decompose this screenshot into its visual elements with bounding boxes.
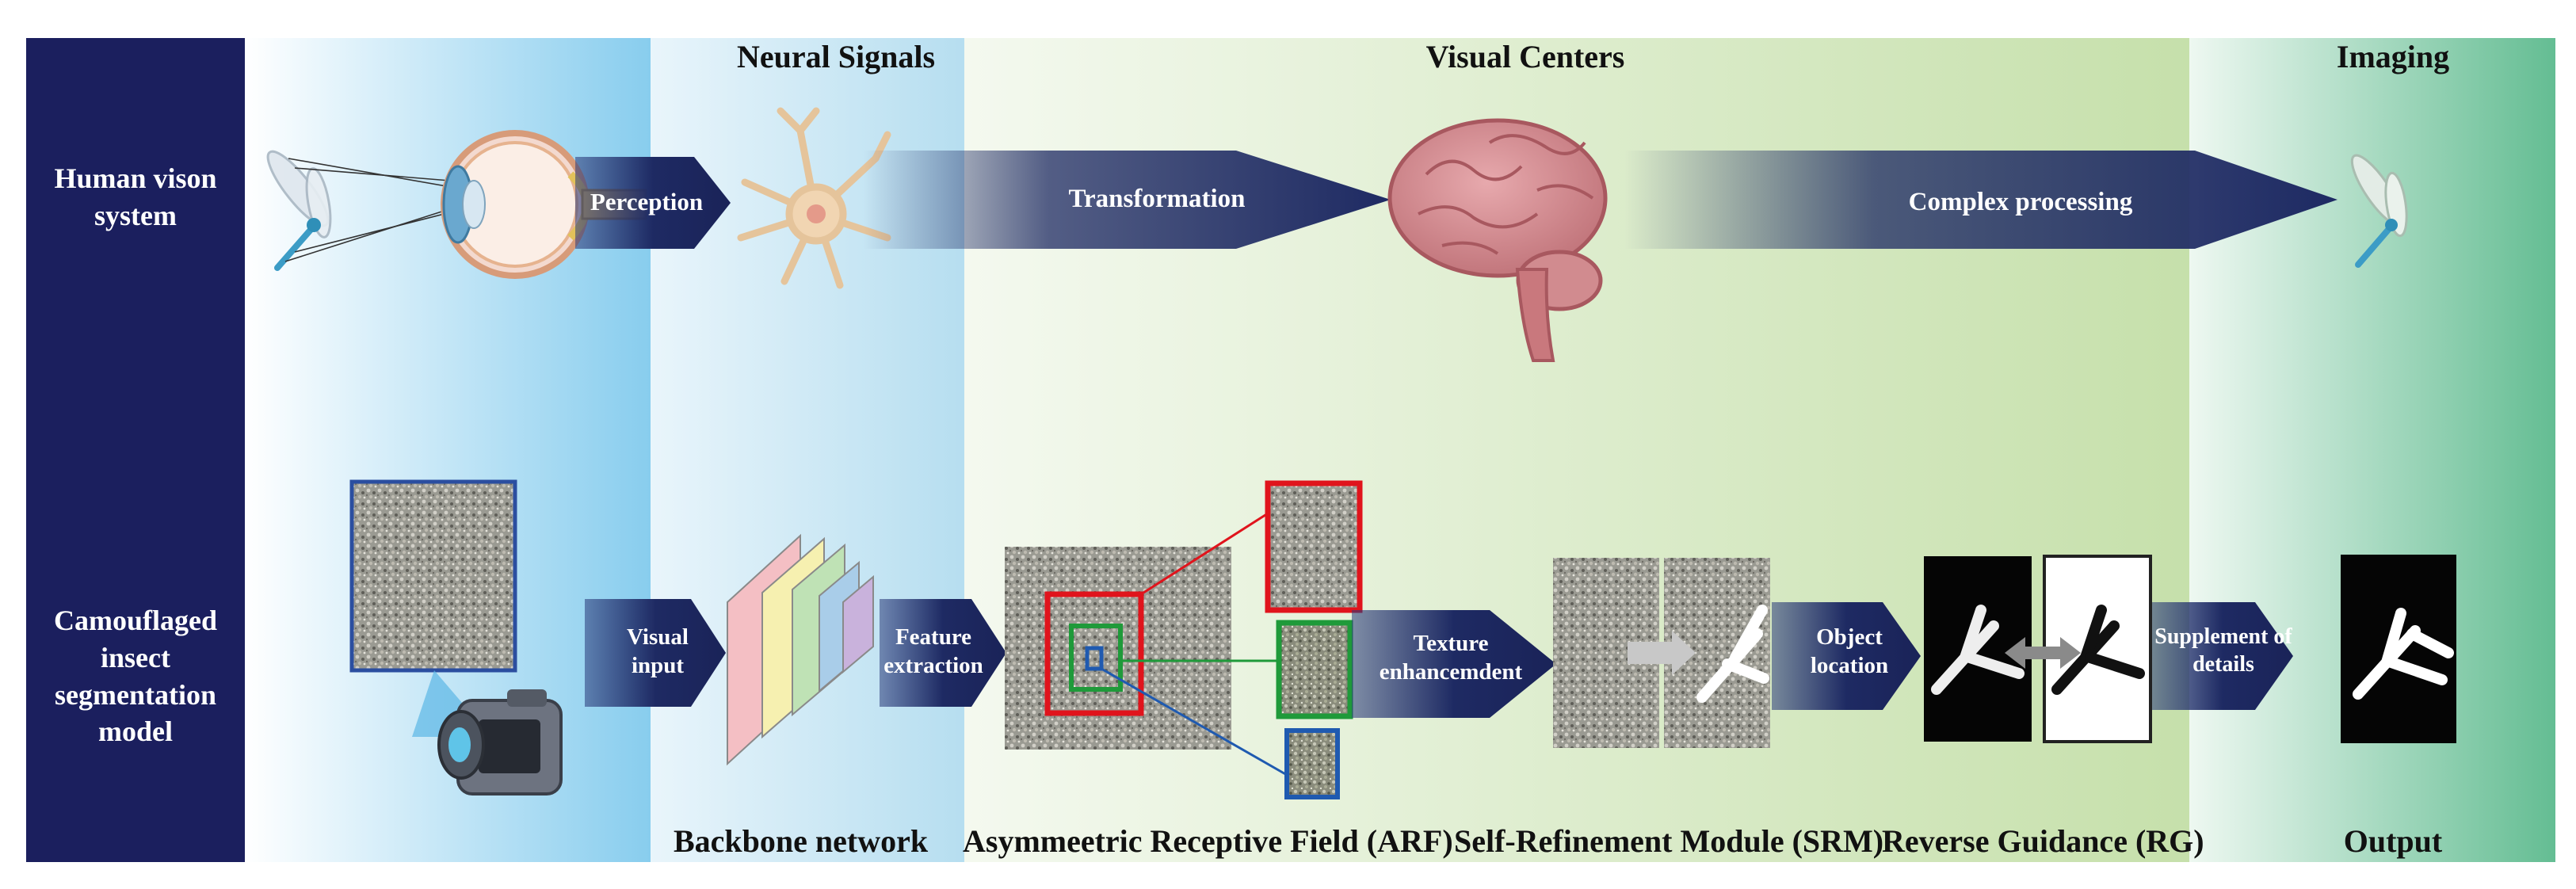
red-connector (1140, 512, 1269, 596)
backbone-header: Backbone network (674, 823, 929, 859)
output-dragonfly-mask (2353, 608, 2454, 700)
complex-processing-arrow (1624, 151, 2337, 249)
neural-signals-header: Neural Signals (736, 39, 936, 74)
arf-crop-green (1276, 620, 1353, 719)
supplement-details-arrow (2152, 602, 2293, 710)
transformation-arrow (864, 151, 1391, 249)
rg-double-arrow (2005, 637, 2081, 669)
brain-icon (1387, 118, 1608, 362)
srm-header: Self-Refinement Module (SRM) (1454, 823, 1884, 859)
object-location-arrow (1772, 602, 1921, 710)
feature-extraction-arrow (880, 599, 1006, 707)
srm-dragonfly-mask (1696, 605, 1769, 703)
input-image (349, 479, 517, 673)
feature-extraction-label: Feature extraction (883, 624, 983, 679)
rg-header: Reverse Guidance (RG) (1882, 823, 2204, 859)
arf-header: Asymmeetric Receptive Field (ARF) (963, 823, 1453, 859)
dragonfly-icon (266, 150, 332, 271)
blue-connector (1101, 667, 1288, 776)
visual-input-arrow (585, 599, 726, 707)
supplement-details-label: Supplement of details (2154, 624, 2292, 677)
dragonfly-output-icon (2350, 154, 2408, 268)
backbone-layers-icon (727, 533, 874, 766)
srm-inner-arrow (1628, 631, 1696, 675)
perception-arrow (575, 157, 731, 249)
arf-green-box (1069, 624, 1123, 692)
arf-blue-box (1085, 646, 1104, 671)
visual-input-label: Visual input (627, 624, 689, 679)
camera-icon (437, 689, 563, 796)
texture-enhancement-label: Texture enhancemdent (1379, 631, 1523, 685)
perception-label: Perception (590, 188, 704, 216)
rg-reverse-shape (2051, 605, 2145, 695)
transformation-label: Transformation (1068, 185, 1246, 213)
visual-centers-header: Visual Centers (1425, 39, 1625, 74)
object-location-label: Object location (1810, 624, 1889, 679)
imaging-header: Imaging (2336, 39, 2450, 74)
left-label-panel (26, 38, 245, 862)
arf-red-box (1044, 591, 1144, 716)
model-label: Camouflaged insect segmentation model (54, 605, 217, 748)
arf-crop-red (1265, 480, 1363, 613)
human-vision-label: Human vison system (54, 162, 217, 231)
complex-processing-label: Complex processing (1908, 188, 2133, 216)
output-header: Output (2343, 823, 2443, 859)
rg-mask-shape (1931, 605, 2025, 695)
texture-enhancement-arrow (1352, 610, 1556, 718)
arf-crop-blue (1284, 728, 1340, 799)
neuron-icon (737, 107, 891, 289)
